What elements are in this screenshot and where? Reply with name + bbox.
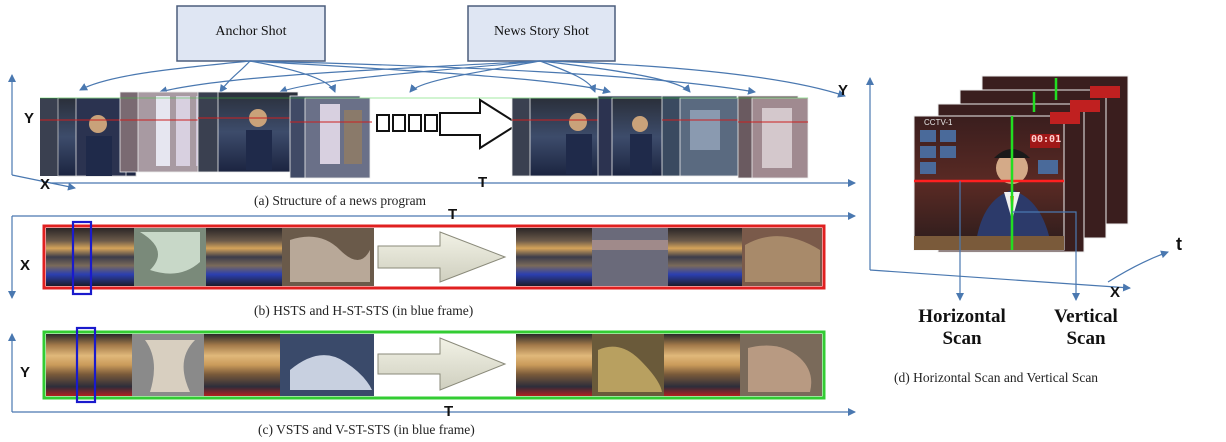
panel-d-x-label: X xyxy=(1110,284,1121,301)
news-story-shot-label: News Story Shot xyxy=(494,24,589,39)
vertical-scan-label: Vertical Scan xyxy=(1032,306,1140,350)
shot-link-arrows xyxy=(79,60,846,98)
tv-frame-stack xyxy=(913,75,1129,253)
panel-a-y-label: Y xyxy=(24,110,35,127)
caption-c: (c) VSTS and V-ST-STS (in blue frame) xyxy=(258,422,475,437)
strip-arrow-b-icon xyxy=(377,231,507,283)
news-story-shot-box xyxy=(467,5,616,62)
tv-clock-text: 00:01 xyxy=(1031,134,1062,145)
story-frame-stack-1 xyxy=(119,91,209,173)
panel-c-axes xyxy=(8,333,856,416)
story-frame-stack-2 xyxy=(289,95,372,179)
panel-b-x-label: X xyxy=(20,257,31,274)
panel-c-y-label: Y xyxy=(20,364,31,381)
panel-d-y-label: Y xyxy=(838,82,849,99)
scan-pointers xyxy=(956,181,1080,301)
tv-logo-text: CCTV-1 xyxy=(924,118,953,127)
panel-a-axes xyxy=(8,74,856,191)
vertical-scan-line1: Vertical xyxy=(1054,306,1118,327)
vsts-strip xyxy=(42,326,826,404)
vertical-scan-line2: Scan xyxy=(1066,328,1106,349)
horizontal-scan-label: Horizontal Scan xyxy=(900,306,1024,350)
anchor-frame-stack-4 xyxy=(597,95,673,177)
caption-b: (b) HSTS and H-ST-STS (in blue frame) xyxy=(254,303,474,318)
story-frame-stack-3 xyxy=(661,95,743,177)
panel-d-t-label: t xyxy=(1176,234,1182,254)
caption-a: (a) Structure of a news program xyxy=(254,193,427,208)
horizontal-scan-line2: Scan xyxy=(942,328,982,349)
anchor-shot-label: Anchor Shot xyxy=(215,24,287,39)
sequence-squares-icon xyxy=(376,114,438,132)
panel-c-t-label: T xyxy=(444,403,454,420)
anchor-shot-box xyxy=(176,5,326,62)
story-frame-stack-4 xyxy=(737,95,809,179)
panel-b-axes xyxy=(8,212,856,299)
caption-d: (d) Horizontal Scan and Vertical Scan xyxy=(894,370,1099,385)
panel-b-t-label: T xyxy=(448,206,458,223)
hsts-strip xyxy=(42,220,826,296)
panel-a-x-label: X xyxy=(40,176,51,193)
anchor-frame-stack-2 xyxy=(197,91,299,173)
horizontal-scan-line1: Horizontal xyxy=(918,306,1006,327)
panel-d-axes xyxy=(866,77,1169,292)
panel-a-t-label: T xyxy=(478,174,488,191)
hollow-right-arrow-icon xyxy=(439,98,520,150)
strip-arrow-c-icon xyxy=(377,337,507,391)
